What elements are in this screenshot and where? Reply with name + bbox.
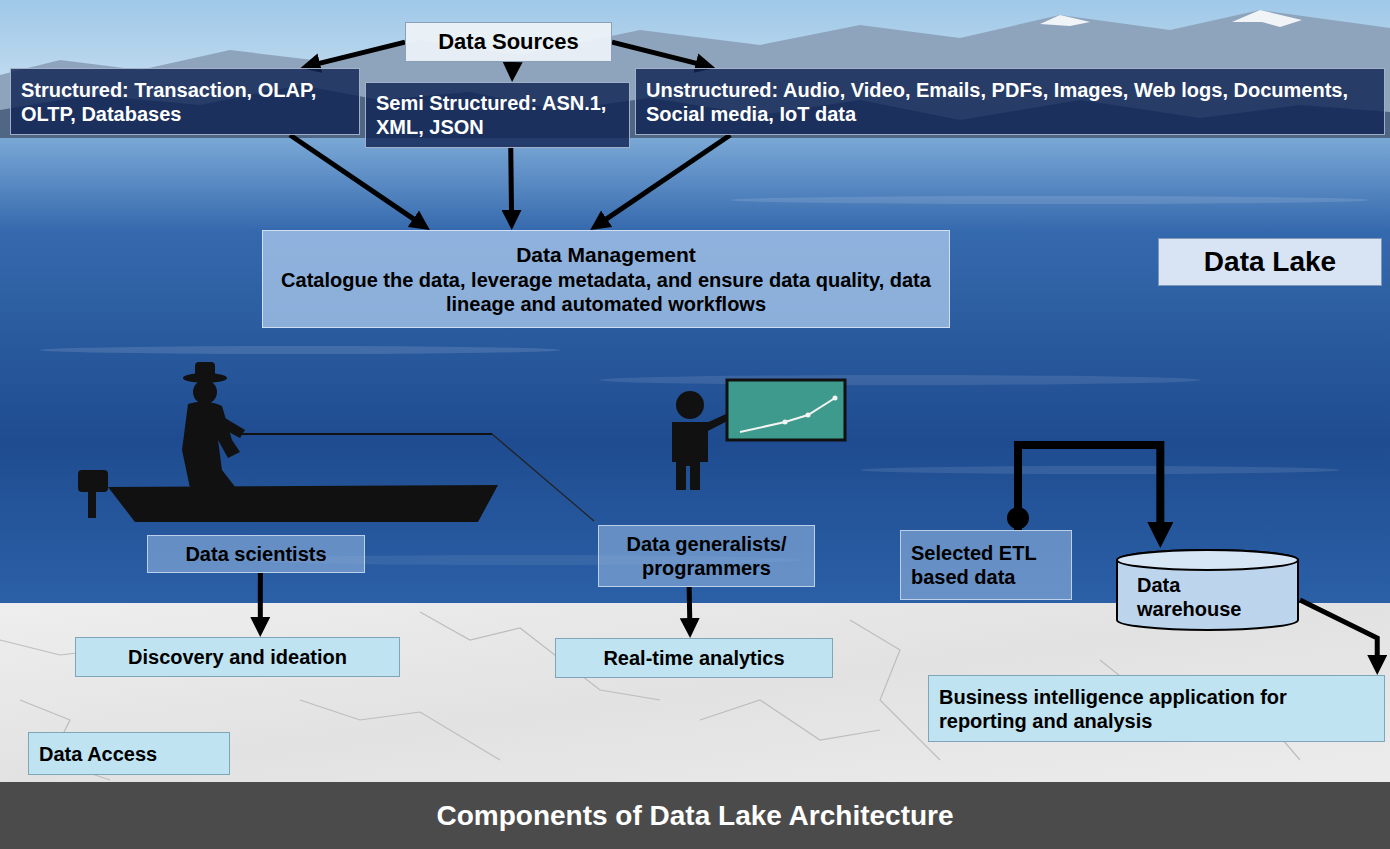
- water-ripple: [40, 346, 560, 354]
- presenter-body: [672, 422, 708, 490]
- connectors: [260, 42, 1377, 665]
- access-box: Real-time analytics: [555, 638, 833, 678]
- source-header-box: Data Sources: [405, 22, 612, 62]
- far-mountains: [0, 10, 1390, 145]
- access-box: Discovery and ideation: [75, 637, 400, 677]
- node-title: Data scientists: [158, 542, 354, 566]
- node-title: Real-time analytics: [566, 646, 822, 670]
- node-title: Data Management: [273, 242, 939, 267]
- presenter-head: [676, 391, 704, 419]
- source-type-box: Semi Structured: ASN.1, XML, JSON: [365, 82, 630, 148]
- caption-band: [0, 782, 1390, 849]
- node-title: Structured: Transaction, OLAP, OLTP, Dat…: [21, 78, 349, 126]
- cylinder-body: [1117, 550, 1298, 630]
- mountain-snow: [1040, 15, 1090, 26]
- chart-line: [740, 398, 835, 432]
- water-ripple: [600, 375, 1200, 385]
- user-role-box: Data scientists: [147, 535, 365, 573]
- lake-label-box: Data Lake: [1158, 238, 1382, 286]
- node-title: Data Access: [39, 742, 219, 766]
- boat-hull: [108, 485, 498, 522]
- etl-box: Selected ETL based data: [900, 530, 1072, 600]
- node-body: Catalogue the data, leverage metadata, a…: [273, 268, 939, 316]
- node-title: Unstructured: Audio, Video, Emails, PDFs…: [646, 78, 1374, 126]
- flow-arrow: [687, 587, 693, 628]
- cylinder-top: [1117, 550, 1298, 570]
- sky: [0, 0, 1390, 150]
- lake-water: [0, 138, 1390, 604]
- flow-arrow: [510, 62, 515, 72]
- chart-board: [727, 380, 845, 440]
- warehouse-cylinder: Data warehouse: [1115, 548, 1300, 632]
- boat-motor-shaft: [88, 490, 96, 518]
- source-type-box: Structured: Transaction, OLAP, OLTP, Dat…: [10, 68, 360, 135]
- water-ripple: [860, 466, 1340, 474]
- flow-arrow: [1018, 445, 1160, 535]
- flow-arrow: [612, 42, 706, 65]
- fisherman-body: [182, 401, 240, 488]
- node-title: Data generalists/ programmers: [609, 532, 804, 580]
- node-title: Data Lake: [1169, 245, 1371, 279]
- chart-point: [806, 413, 811, 418]
- access-box: Business intelligence application for re…: [928, 675, 1385, 742]
- user-role-box: Data generalists/ programmers: [598, 525, 815, 587]
- node-title: Discovery and ideation: [86, 645, 389, 669]
- boat-motor: [78, 470, 108, 492]
- flow-arrow: [508, 148, 514, 220]
- chart-point: [833, 396, 838, 401]
- section-label-box: Data Access: [28, 732, 230, 775]
- mountain-snow: [1232, 10, 1302, 27]
- source-type-box: Unstructured: Audio, Video, Emails, PDFs…: [635, 68, 1385, 135]
- node-title: Data warehouse: [1137, 573, 1259, 621]
- figure-caption: Components of Data Lake Architecture: [0, 782, 1390, 849]
- node-title: Selected ETL based data: [911, 541, 1061, 589]
- flow-arrow: [258, 573, 263, 627]
- pipe-inlet: [1007, 507, 1029, 529]
- node-title: Data Sources: [416, 29, 601, 55]
- water-ripple: [730, 196, 1370, 204]
- management-box: Data ManagementCatalogue the data, lever…: [262, 230, 950, 328]
- flow-arrow: [310, 42, 405, 65]
- chart-point: [783, 420, 788, 425]
- node-title: Business intelligence application for re…: [939, 685, 1374, 733]
- fisherman-head: [193, 380, 217, 404]
- flow-arrow: [1300, 600, 1377, 665]
- fishing-rod: [238, 433, 492, 435]
- fishing-line: [492, 434, 594, 521]
- flow-arrow: [598, 135, 730, 224]
- flow-arrow: [290, 135, 422, 224]
- node-title: Semi Structured: ASN.1, XML, JSON: [376, 91, 619, 139]
